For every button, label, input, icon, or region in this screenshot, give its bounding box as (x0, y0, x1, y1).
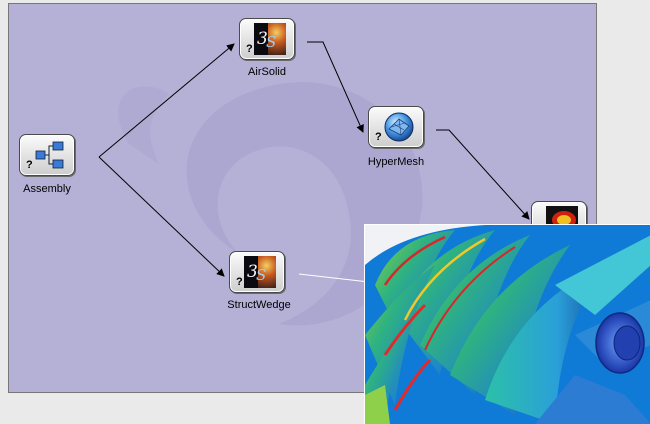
workflow-canvas[interactable]: ? Assembly ? 3 S AirSolid ? HyperMesh (8, 3, 597, 393)
assembly-tree-icon (35, 141, 64, 169)
svg-text:3: 3 (257, 29, 268, 49)
watermark-logo (118, 82, 423, 326)
3ds-logo-icon: 3 S (244, 256, 276, 288)
node-status-marker: ? (26, 159, 33, 171)
turbine-stress-render (364, 224, 650, 424)
svg-text:S: S (256, 266, 266, 284)
edge-airsolid-hypermesh (307, 41, 364, 133)
hypermesh-globe-icon (384, 112, 414, 142)
node-label-airsolid: AirSolid (248, 66, 286, 78)
node-label-structwedge: StructWedge (227, 299, 291, 311)
node-label-hypermesh: HyperMesh (367, 156, 425, 168)
node-assembly[interactable]: ? (19, 134, 75, 176)
node-airsolid[interactable]: ? 3 S (239, 18, 295, 60)
edge-assembly-structwedge (98, 156, 225, 277)
node-status-marker: ? (375, 131, 382, 143)
edge-structwedge-result (298, 273, 370, 283)
svg-text:S: S (266, 33, 276, 51)
node-status-marker: ? (246, 43, 253, 55)
node-hypermesh[interactable]: ? (368, 106, 424, 148)
connection-lines (98, 41, 530, 283)
edge-assembly-airsolid (98, 43, 235, 158)
svg-text:3: 3 (247, 262, 258, 282)
3ds-logo-icon: 3 S (254, 23, 286, 55)
edge-hypermesh-result (436, 129, 530, 220)
node-structwedge[interactable]: ? 3 S (229, 251, 285, 293)
node-label-assembly: Assembly (23, 183, 71, 195)
node-status-marker: ? (236, 276, 243, 288)
